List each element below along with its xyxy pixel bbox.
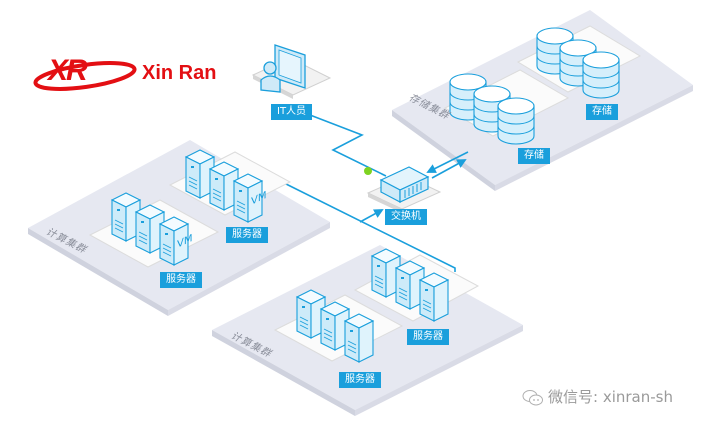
server-label-top-left: 服务器 xyxy=(160,272,202,288)
user-icon-body xyxy=(260,75,281,93)
watermark-text: 微信号: xinran-sh xyxy=(548,388,673,406)
server-icon-top-right-3[interactable]: VM xyxy=(232,173,266,223)
connection-lines xyxy=(277,114,469,272)
it-staff-node[interactable] xyxy=(251,44,332,99)
junction-dot xyxy=(364,167,372,175)
server-label-bottom-left: 服务器 xyxy=(339,372,381,388)
server-icon-top-left-3[interactable]: VM xyxy=(158,216,192,266)
database-icon-group1-3[interactable] xyxy=(497,97,535,145)
brand-logo: XR Xin Ran xyxy=(30,52,240,92)
server-icon-bottom-right-1[interactable] xyxy=(370,248,402,298)
storage-label-2: 存储 xyxy=(586,104,618,120)
server-icon-bottom-right-3[interactable] xyxy=(418,272,450,322)
link-it-switch xyxy=(309,114,387,177)
server-label-top-right: 服务器 xyxy=(226,227,268,243)
server-icon-top-right-2[interactable] xyxy=(208,161,240,211)
server-icon-bottom-left-3[interactable] xyxy=(343,313,375,363)
link-switch-storage-out xyxy=(431,159,467,179)
logo-mark: XR xyxy=(48,54,88,87)
user-icon-head xyxy=(263,61,277,75)
database-icon-group2-3[interactable] xyxy=(582,51,620,99)
server-label-bottom-right: 服务器 xyxy=(407,329,449,345)
link-compute-top-switch xyxy=(277,179,456,272)
watermark: 微信号: xinran-sh xyxy=(522,386,673,407)
link-branch-to-switch xyxy=(359,209,384,223)
logo-text: Xin Ran xyxy=(142,62,217,84)
switch-node[interactable] xyxy=(366,166,442,213)
wechat-icon xyxy=(522,389,543,405)
switch-label: 交换机 xyxy=(385,209,427,225)
storage-label-1: 存储 xyxy=(518,148,550,164)
link-storage-switch-in xyxy=(426,151,469,173)
server-icon-bottom-left-2[interactable] xyxy=(319,301,351,351)
server-icon-top-right-1[interactable] xyxy=(184,149,216,199)
devices: VM VM xyxy=(110,27,620,363)
it-staff-label: IT人员 xyxy=(271,104,313,120)
logo-swoosh-icon xyxy=(33,61,137,91)
